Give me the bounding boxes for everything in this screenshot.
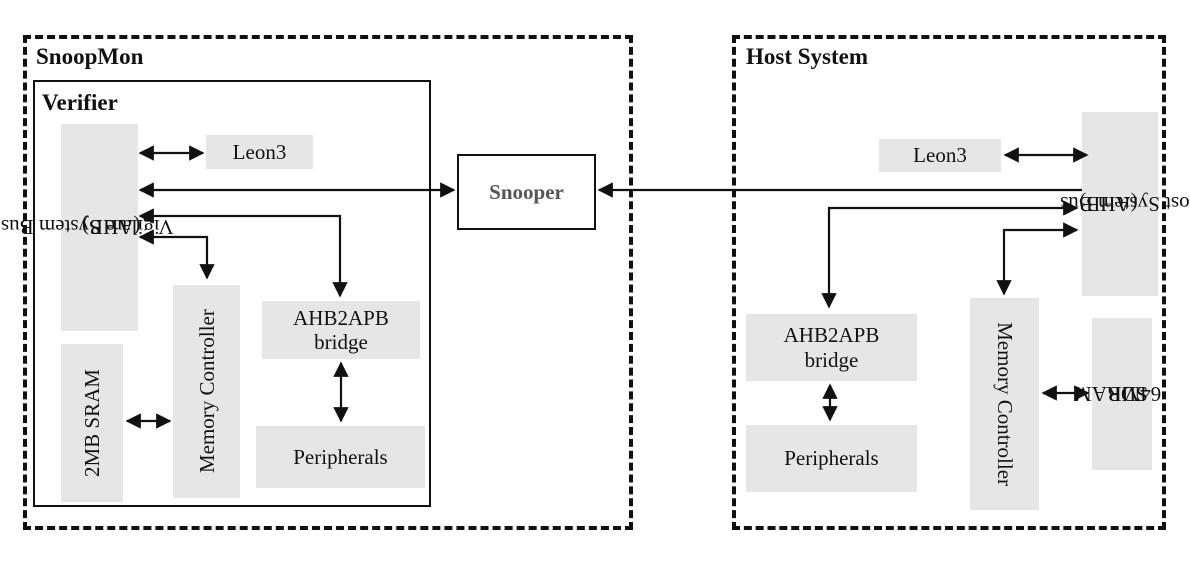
arrow-hbus-ahb2apb xyxy=(821,200,1079,309)
arrow-vbus-ahb2apb xyxy=(138,208,348,298)
host-system-bus: Host System Bus(AHB) xyxy=(1060,112,1190,296)
host-system-title: Host System xyxy=(746,44,869,69)
verifier-title: Verifier xyxy=(42,90,118,115)
host-memory-controller: Memory Controller xyxy=(970,298,1039,510)
verifier-leon3: Leon3 xyxy=(206,135,313,169)
verifier-ahb2apb-line2: bridge xyxy=(314,330,368,354)
vigilare-system-bus: Vigilare System Bus(AHB) xyxy=(1,124,174,331)
snoopmon-container xyxy=(23,35,633,530)
arrow-vbus-memctrl xyxy=(138,229,215,280)
snooper-box: Snooper xyxy=(457,154,596,230)
verifier-ahb2apb-line1: AHB2APB xyxy=(293,305,389,330)
host-ahb2apb-bridge: AHB2APB bridge xyxy=(746,314,917,381)
host-leon3: Leon3 xyxy=(879,139,1001,172)
sram-2mb: 2MB SRAM xyxy=(61,344,123,502)
snoopmon-title: SnoopMon xyxy=(36,44,144,69)
host-ahb2apb-line2: bridge xyxy=(804,347,859,372)
verifier-peripherals: Peripherals xyxy=(256,426,425,488)
host-peripherals: Peripherals xyxy=(746,425,917,492)
verifier-memory-controller: Memory Controller xyxy=(173,285,240,498)
host-system-container xyxy=(732,35,1166,530)
snooper-label: Snooper xyxy=(489,179,564,204)
arrow-hbus-memctrl xyxy=(996,222,1079,296)
verifier-ahb2apb-bridge: AHB2APB bridge xyxy=(262,301,420,359)
host-ahb2apb-line1: AHB2APB xyxy=(783,323,880,348)
